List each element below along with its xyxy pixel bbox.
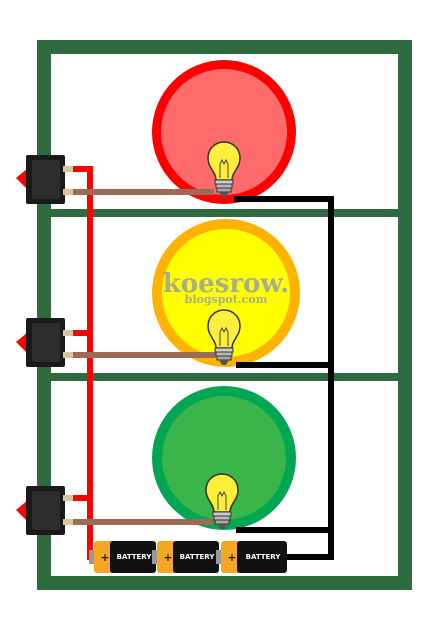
traffic-light-frame [37, 40, 412, 590]
switch-yellow[interactable] [16, 318, 73, 367]
battery-3-label: BATTERY [246, 553, 282, 561]
battery-1: + BATTERY [89, 541, 156, 573]
battery-2-label: BATTERY [180, 553, 216, 561]
bulb-icon-red [207, 141, 241, 197]
switch-green[interactable] [16, 486, 73, 535]
green-lamp [152, 386, 296, 530]
watermark-sub: blogspot.com [185, 293, 268, 306]
bulb-icon-yellow [207, 309, 241, 365]
yellow-lamp [152, 219, 300, 367]
battery-3: + BATTERY [216, 541, 287, 573]
battery-1-plus: + [100, 551, 109, 564]
red-lamp [152, 60, 296, 204]
watermark-main: koesrow. [163, 269, 289, 299]
bulb-icon-green [205, 473, 239, 529]
battery-2: + BATTERY [152, 541, 219, 573]
battery-2-plus: + [163, 551, 172, 564]
switch-wires [66, 189, 216, 525]
switch-red[interactable] [16, 155, 73, 204]
battery-3-plus: + [227, 551, 236, 564]
negative-wires [234, 196, 334, 560]
watermark: koesrow. blogspot.com [163, 269, 289, 306]
battery-1-label: BATTERY [117, 553, 153, 561]
